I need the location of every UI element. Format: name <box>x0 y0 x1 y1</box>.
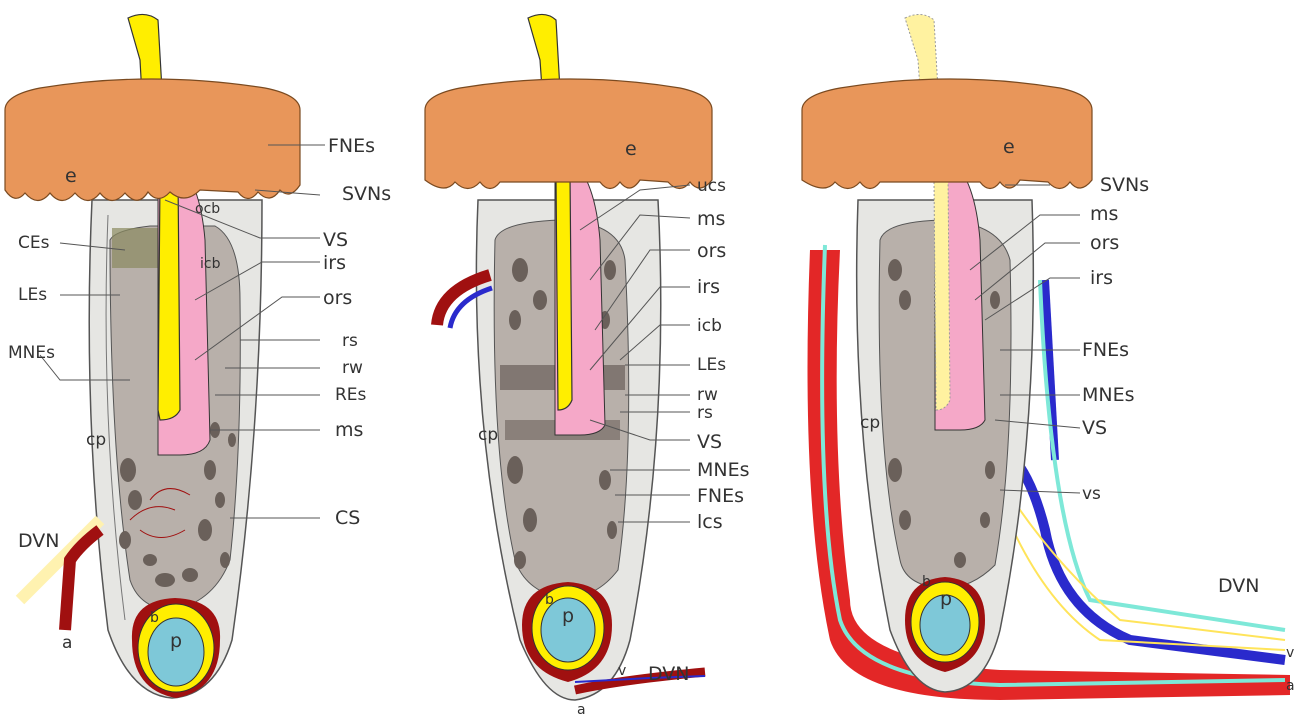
left-label-ors: ors <box>323 287 352 309</box>
right-label-svns: SVNs <box>1100 174 1149 196</box>
left-label-b: b <box>150 610 159 626</box>
right-label-ors: ors <box>1090 232 1119 254</box>
middle-epidermis <box>425 79 712 189</box>
right-label-e: e <box>1003 136 1015 158</box>
right-label-dvn: DVN <box>1218 575 1260 597</box>
middle-label-p: p <box>562 605 574 627</box>
left-label-irs: irs <box>323 252 346 274</box>
middle-label-mnes: MNEs <box>697 459 750 481</box>
right-label-vs-upper: VS <box>1082 417 1107 439</box>
left-label-ms: ms <box>335 419 363 441</box>
middle-label-icb: icb <box>697 316 722 336</box>
left-epidermis <box>5 79 300 201</box>
middle-label-rw: rw <box>697 385 718 405</box>
middle-label-lcs: lcs <box>697 511 723 533</box>
left-panel: e ocb icb CEs LEs MNEs cp DVN a b p FNEs… <box>5 14 391 698</box>
left-label-mnes: MNEs <box>8 343 55 363</box>
right-label-vs: vs <box>1082 484 1101 504</box>
middle-label-ors: ors <box>697 240 726 262</box>
left-label-icb: icb <box>200 256 221 272</box>
right-label-v: v <box>1286 645 1294 661</box>
left-papilla <box>148 618 204 686</box>
left-label-e: e <box>65 165 77 187</box>
left-label-ces: CEs <box>18 233 50 253</box>
middle-label-ucs: ucs <box>697 176 726 196</box>
right-label-ms: ms <box>1090 203 1118 225</box>
left-label-dvn: DVN <box>18 530 60 552</box>
middle-label-v: v <box>618 663 626 679</box>
left-label-vs: VS <box>323 229 348 251</box>
right-epidermis <box>802 79 1092 189</box>
middle-label-les: LEs <box>697 355 726 375</box>
right-label-p: p <box>940 588 952 610</box>
right-vein-bundle <box>1005 450 1285 660</box>
left-label-p: p <box>170 630 182 652</box>
middle-label-irs: irs <box>697 276 720 298</box>
middle-label-fnes: FNEs <box>697 485 744 507</box>
left-label-rs: rs <box>342 331 358 351</box>
middle-label-dvn: DVN <box>648 663 690 685</box>
middle-label-rs: rs <box>697 403 713 423</box>
middle-label-a: a <box>577 702 586 717</box>
left-label-res: REs <box>335 385 367 405</box>
right-label-a: a <box>1286 678 1295 694</box>
right-label-cp: cp <box>860 413 880 433</box>
left-label-svns: SVNs <box>342 183 391 205</box>
middle-label-vs: VS <box>697 431 722 453</box>
middle-label-e: e <box>625 138 637 160</box>
right-label-irs: irs <box>1090 267 1113 289</box>
middle-label-b: b <box>545 592 554 608</box>
right-label-fnes: FNEs <box>1082 339 1129 361</box>
left-label-les: LEs <box>18 285 47 305</box>
left-label-rw: rw <box>342 358 363 378</box>
middle-panel: e ucs ms ors irs icb LEs rw rs VS MNEs F… <box>425 14 750 717</box>
right-panel: e SVNs ms ors irs FNEs MNEs VS vs cp b p… <box>802 14 1295 700</box>
left-label-cs: CS <box>335 507 360 529</box>
right-label-b: b <box>922 574 931 590</box>
left-label-fnes: FNEs <box>328 135 375 157</box>
middle-label-ms: ms <box>697 208 725 230</box>
middle-label-cp: cp <box>478 425 498 445</box>
left-label-ocb: ocb <box>195 201 220 217</box>
right-label-mnes: MNEs <box>1082 384 1135 406</box>
left-label-cp: cp <box>86 430 106 450</box>
left-label-a: a <box>62 633 72 653</box>
